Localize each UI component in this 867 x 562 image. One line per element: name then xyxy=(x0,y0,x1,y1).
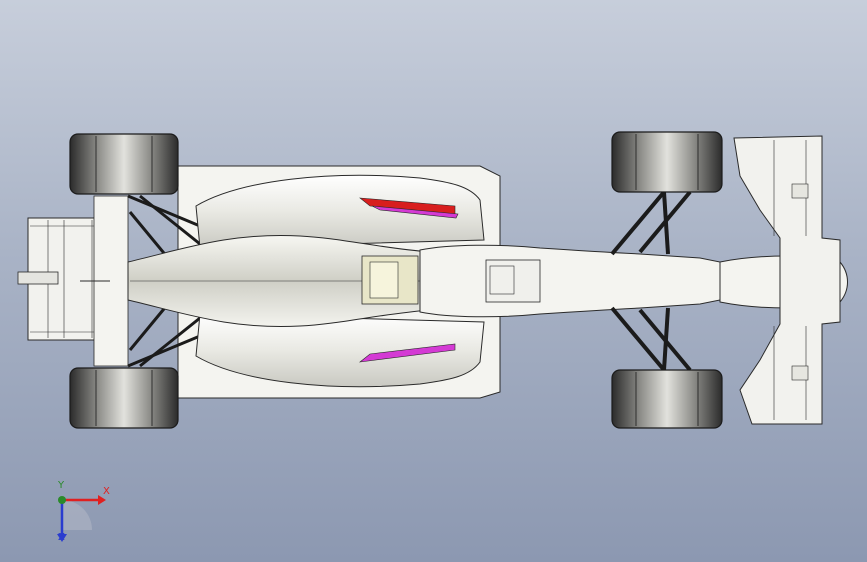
front-suspension xyxy=(610,190,692,372)
x-axis-label: X xyxy=(103,486,110,497)
rear-right-tire xyxy=(69,367,179,429)
rear-wing xyxy=(17,195,129,367)
triad-axes xyxy=(57,495,106,542)
right-sidepod xyxy=(195,313,485,388)
mechanism-block xyxy=(361,255,419,305)
orientation-triad: X Y Z xyxy=(40,478,120,548)
rear-suspension xyxy=(127,194,201,368)
front-wing xyxy=(733,135,841,425)
left-sidepod xyxy=(195,174,485,249)
y-axis-label: Y xyxy=(58,480,65,491)
front-right-tire xyxy=(611,369,723,429)
monocoque xyxy=(419,244,731,318)
z-axis-label: Z xyxy=(58,532,65,543)
front-left-tire xyxy=(611,131,723,193)
rear-left-tire xyxy=(69,133,179,195)
